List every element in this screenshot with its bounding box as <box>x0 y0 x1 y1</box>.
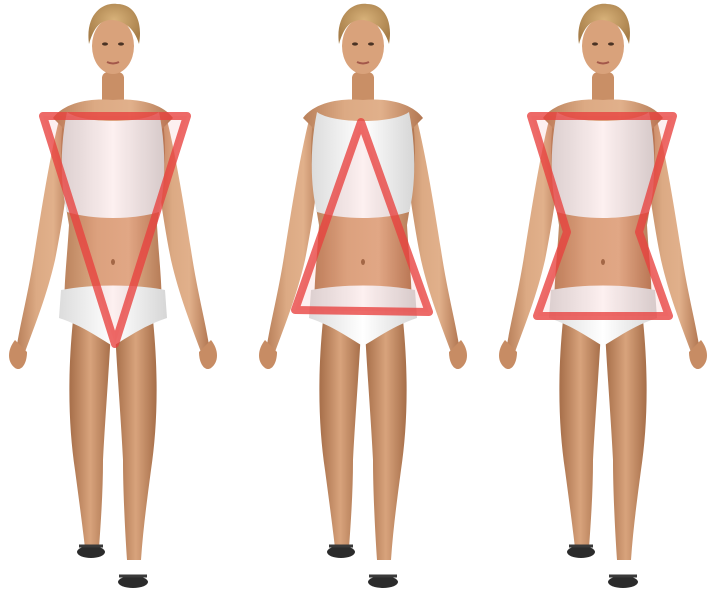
figure-hourglass <box>499 4 707 588</box>
figure-inverted-triangle <box>9 4 217 588</box>
figure-triangle <box>259 4 467 588</box>
